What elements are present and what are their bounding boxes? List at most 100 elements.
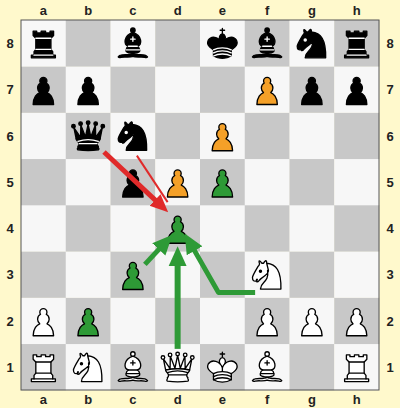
attack-line	[137, 156, 168, 203]
board-square	[200, 298, 245, 345]
rank-label: 7	[6, 83, 13, 96]
board-square	[290, 298, 335, 345]
rank-label: 5	[386, 175, 393, 188]
file-label: b	[84, 393, 92, 406]
knight-piece	[118, 122, 146, 150]
queen-piece	[161, 352, 194, 382]
chess-pieces	[31, 28, 368, 382]
board-square	[66, 66, 111, 113]
rank-label: 3	[6, 268, 13, 281]
rook-piece	[345, 355, 369, 382]
board-square	[290, 251, 335, 298]
board-square	[66, 20, 111, 67]
knight-piece	[73, 353, 101, 381]
board-square	[334, 113, 379, 160]
board-square	[21, 298, 66, 345]
board-square	[290, 159, 335, 206]
file-label: d	[174, 393, 182, 406]
board-square	[111, 113, 156, 160]
bishop-piece	[118, 28, 147, 58]
rank-label: 1	[6, 360, 13, 373]
pawn-piece	[167, 216, 187, 243]
board-square	[21, 159, 66, 206]
file-label: d	[174, 4, 182, 17]
board-square	[245, 344, 290, 391]
board-square	[334, 205, 379, 252]
board-square	[290, 205, 335, 252]
pawn-piece	[212, 124, 232, 151]
pawn-piece	[123, 262, 143, 289]
bishop-piece	[252, 28, 281, 58]
board-square	[155, 20, 200, 67]
rank-label: 4	[6, 222, 13, 235]
file-label: f	[265, 4, 269, 17]
file-label: e	[219, 393, 226, 406]
board-square	[21, 205, 66, 252]
board-square	[21, 344, 66, 391]
board-square	[66, 159, 111, 206]
pawn-piece	[33, 77, 53, 104]
rank-label: 7	[386, 83, 393, 96]
board-square	[111, 20, 156, 67]
pawn-piece	[257, 77, 277, 104]
rank-label: 2	[6, 314, 13, 327]
knight-piece	[297, 29, 325, 57]
board-square	[66, 298, 111, 345]
bishop-piece	[252, 352, 281, 382]
board-square	[334, 159, 379, 206]
board-square	[290, 344, 335, 391]
file-label: c	[129, 393, 136, 406]
rank-label: 1	[386, 360, 393, 373]
board-square	[111, 298, 156, 345]
board-square	[111, 66, 156, 113]
board-square	[334, 251, 379, 298]
board-square	[334, 344, 379, 391]
board-square	[155, 113, 200, 160]
file-label: b	[84, 4, 92, 17]
pawn-piece	[33, 309, 53, 336]
board-square	[334, 298, 379, 345]
rank-label: 3	[386, 268, 393, 281]
board-square	[21, 66, 66, 113]
board-square	[111, 205, 156, 252]
rank-label: 6	[6, 129, 13, 142]
file-label: g	[308, 393, 316, 406]
board-square	[245, 205, 290, 252]
board-square	[245, 159, 290, 206]
pawn-piece	[346, 309, 366, 336]
pawn-piece	[257, 309, 277, 336]
rank-label: 8	[6, 37, 13, 50]
board-square	[290, 20, 335, 67]
rank-label: 8	[386, 37, 393, 50]
move-arrows	[104, 152, 255, 349]
pawn-piece	[302, 77, 322, 104]
pawn-piece	[212, 170, 232, 197]
rook-piece	[31, 355, 55, 382]
rook-piece	[31, 31, 55, 58]
file-label: g	[308, 4, 316, 17]
board-square	[334, 20, 379, 67]
pawn-piece	[78, 309, 98, 336]
board-square	[290, 66, 335, 113]
board-square	[155, 159, 200, 206]
pawn-piece	[78, 77, 98, 104]
rank-label: 4	[386, 222, 393, 235]
file-label: c	[129, 4, 136, 17]
pawn-piece	[167, 170, 187, 197]
pawn-piece	[346, 77, 366, 104]
board-square	[200, 159, 245, 206]
rank-label: 2	[386, 314, 393, 327]
king-piece	[208, 352, 238, 382]
file-label: h	[353, 4, 361, 17]
king-piece	[208, 28, 238, 58]
rook-piece	[345, 31, 369, 58]
board-square	[200, 205, 245, 252]
board-square	[200, 66, 245, 113]
board-squares	[21, 20, 379, 390]
file-label: a	[40, 4, 47, 17]
board-square	[245, 113, 290, 160]
board-square	[200, 113, 245, 160]
defence-arrow	[175, 256, 181, 349]
